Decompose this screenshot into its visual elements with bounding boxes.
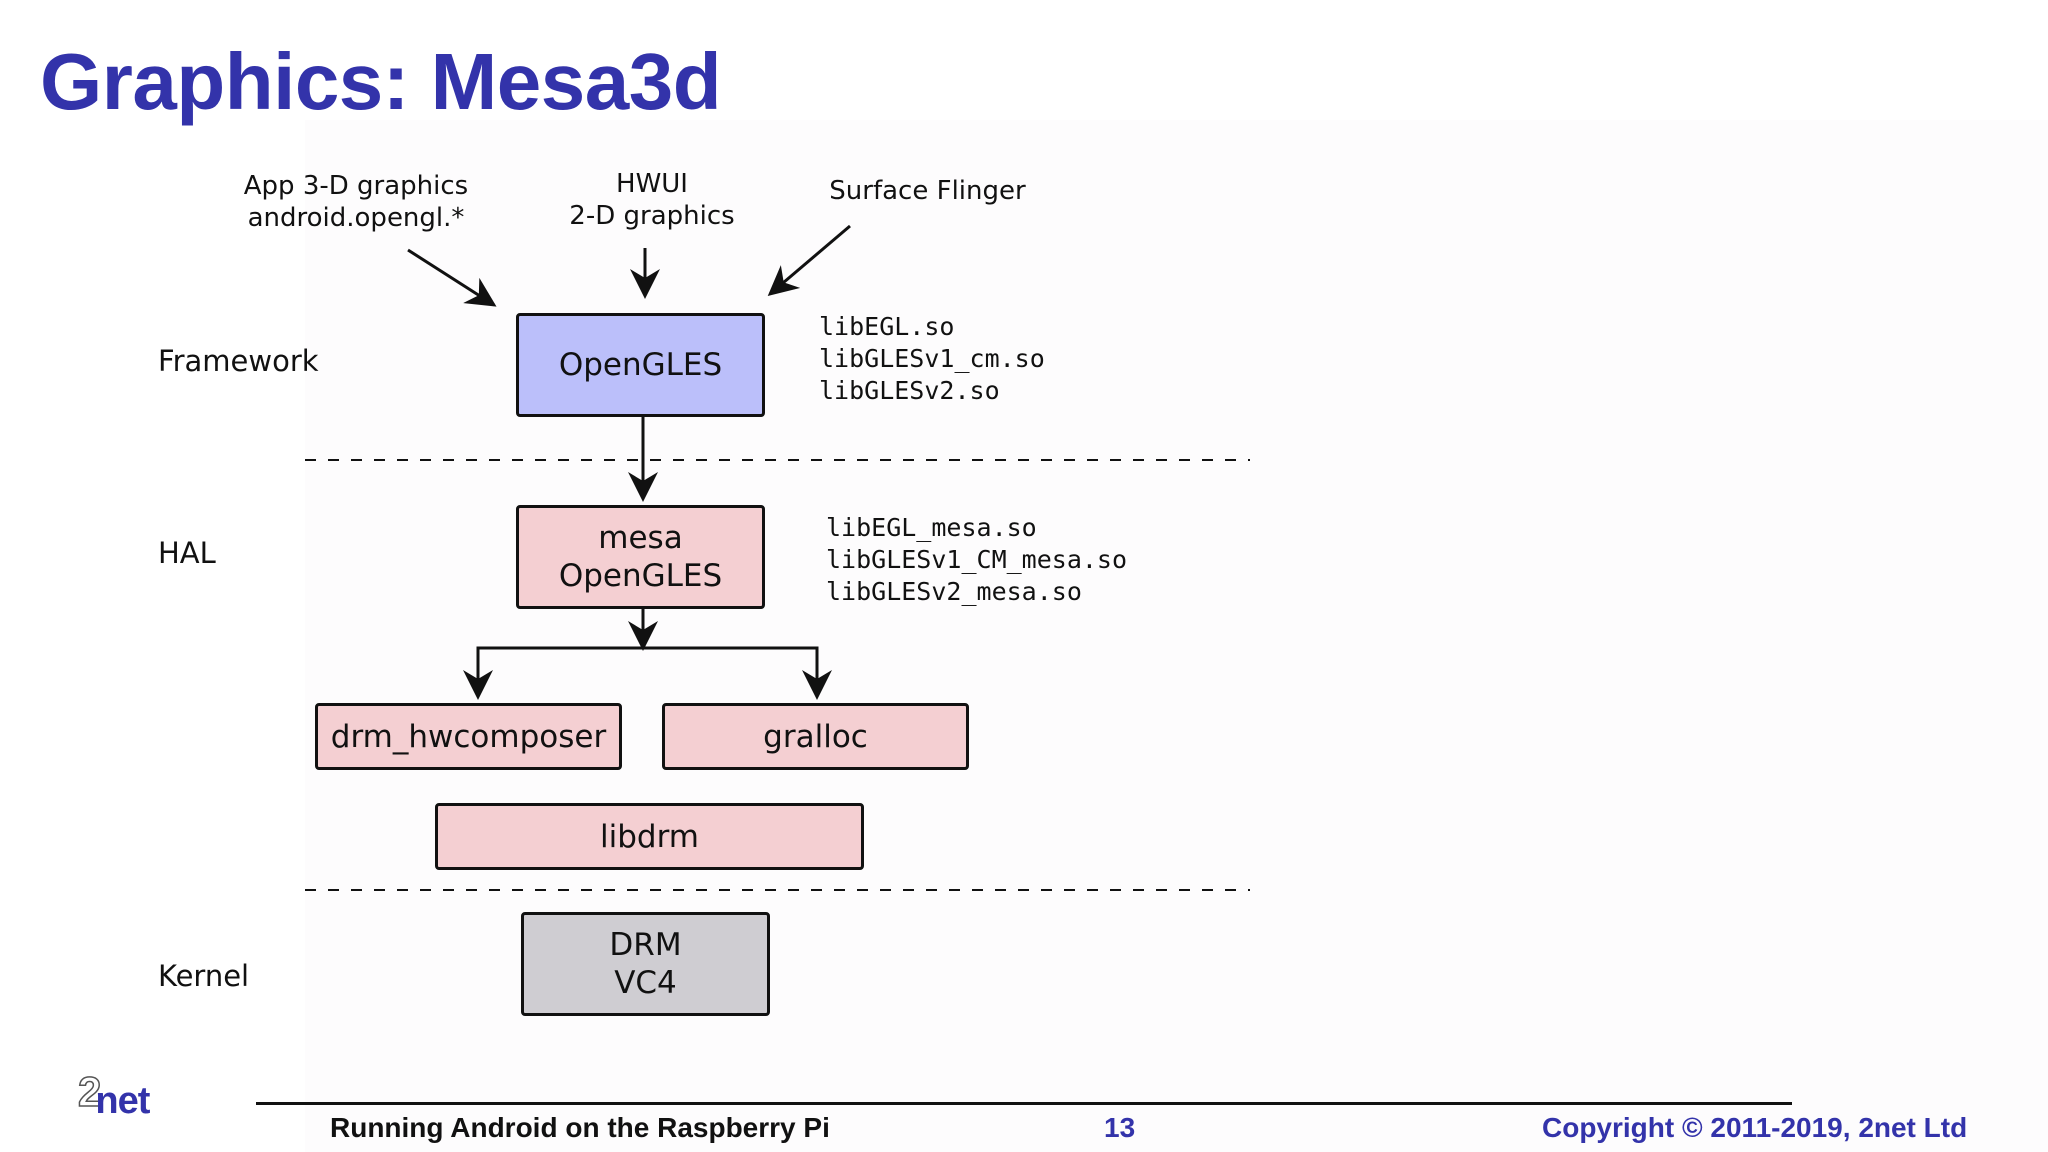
drm-hwcomposer-box: drm_hwcomposer [315, 703, 622, 770]
2net-logo: 2net [77, 1067, 150, 1122]
logo-net: net [95, 1080, 150, 1122]
framework-layer-label: Framework [158, 344, 319, 378]
surface-flinger-label: Surface Flinger [829, 176, 1026, 206]
libdrm-box: libdrm [435, 803, 864, 870]
split-connector [476, 646, 819, 696]
hwui-label: HWUI 2-D graphics [569, 169, 735, 231]
page-number: 13 [1104, 1112, 1136, 1143]
hal-library-list: libEGL_mesa.so libGLESv1_CM_mesa.so libG… [826, 513, 1128, 606]
mesa-opengles-box: mesa OpenGLES [516, 505, 765, 609]
footer-copyright: Copyright © 2011-2019, 2net Ltd [1542, 1112, 1968, 1143]
drm-vc4-box: DRM VC4 [521, 912, 770, 1016]
slide-title: Graphics: Mesa3d [40, 37, 722, 126]
footer-divider [256, 1102, 1792, 1105]
app-arrow [407, 248, 497, 307]
framework-library-list: libEGL.so libGLESv1_cm.so libGLESv2.so [819, 312, 1045, 405]
footer-talk-title: Running Android on the Raspberry Pi [330, 1112, 830, 1143]
gralloc-box: gralloc [662, 703, 969, 770]
logo-two: 2 [77, 1067, 102, 1116]
opengles-box: OpenGLES [516, 313, 765, 417]
app-graphics-label: App 3-D graphics android.opengl.* [243, 171, 469, 233]
hal-layer-label: HAL [158, 536, 216, 570]
surface-flinger-arrow [767, 224, 851, 296]
kernel-layer-label: Kernel [158, 959, 250, 993]
